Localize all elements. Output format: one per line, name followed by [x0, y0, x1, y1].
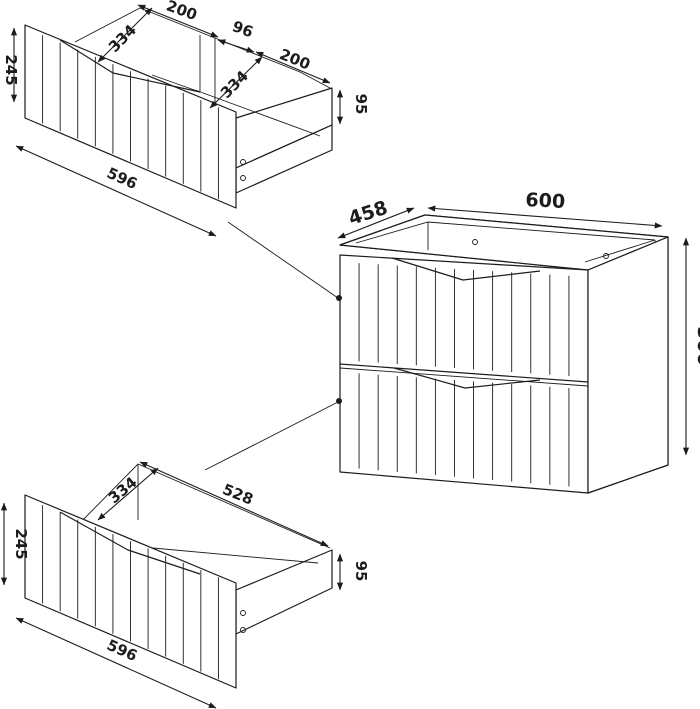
cabinet	[339, 214, 669, 494]
upper-box-height-label: 95	[352, 94, 370, 115]
lower-box-width-label: 528	[220, 480, 256, 508]
leader-lines	[204, 221, 342, 471]
cabinet-width-label: 600	[525, 189, 566, 213]
lower-box-depth-label: 334	[105, 473, 141, 507]
dimension-lines	[0, 4, 690, 709]
lower-box-height-label: 95	[352, 561, 370, 582]
upper-front-height-label: 245	[2, 54, 20, 85]
upper-left-width-label: 200	[164, 0, 200, 24]
upper-divider-label: 96	[230, 17, 256, 41]
cabinet-height-label: 500	[693, 326, 700, 366]
cabinet-depth-label: 458	[346, 197, 391, 230]
drawer-lower	[24, 463, 333, 689]
cabinet-front-flutes	[358, 263, 570, 487]
lower-front-height-label: 245	[12, 528, 30, 559]
upper-left-depth-label: 334	[105, 21, 140, 56]
drawer-upper	[24, 7, 333, 209]
upper-right-width-label: 200	[277, 45, 313, 73]
